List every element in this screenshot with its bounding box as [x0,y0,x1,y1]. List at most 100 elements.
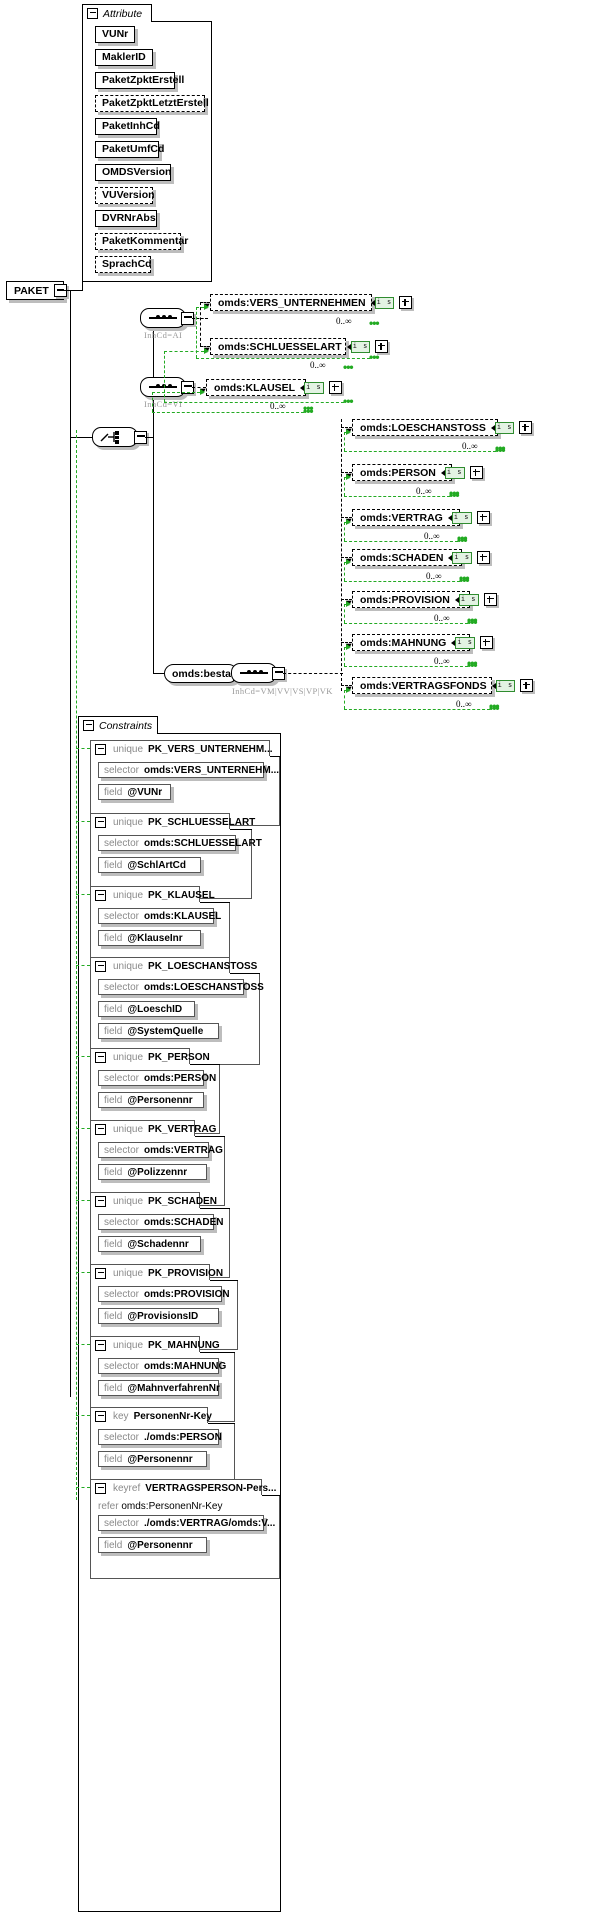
constraint-field[interactable]: field@Personennr [98,1092,204,1108]
sequence-compositor-bestand[interactable] [231,663,277,683]
expand-icon[interactable] [476,511,490,524]
constraint-field[interactable]: field@KlauseInr [98,930,201,946]
root-element-label: PAKET [14,284,49,297]
constraint-field[interactable]: field@SchlArtCd [98,857,201,873]
element-ref-label: omds:VERTRAGSFONDS [360,679,487,692]
expand-icon[interactable] [479,636,493,649]
attribute-vuversion[interactable]: VUVersion [95,187,155,204]
attribute-paketkommentar[interactable]: PaketKommentar [95,233,188,250]
collapse-icon[interactable] [95,1267,106,1279]
constraint-field[interactable]: field@Schadennr [98,1236,201,1252]
constraints-compartment [78,733,281,1912]
constraint-field[interactable]: field@SystemQuelle [98,1023,220,1039]
attribute-sprachcd[interactable]: SprachCd [95,256,152,273]
field-key: field [104,932,123,944]
collapse-icon[interactable] [95,816,106,828]
constraint-link [344,690,345,709]
expand-icon[interactable] [469,466,483,479]
field-value: @VUNr [127,786,163,798]
attribute-paketzpkterstell[interactable]: PaketZpktErstell [95,72,184,89]
sequence-compositor-ai[interactable] [140,308,186,328]
collapse-icon[interactable] [95,743,106,755]
constraint-field[interactable]: field@VUNr [98,784,171,800]
constraint-selector[interactable]: selector./omds:PERSON [98,1429,222,1445]
repeat-dots-icon: ••• [495,441,506,455]
attribute-dvrnrabs[interactable]: DVRNrAbs [95,210,157,227]
collapse-icon[interactable] [95,960,106,972]
connector [341,419,342,691]
constraint-field[interactable]: field@Personennr [98,1451,208,1467]
constraint-name: PK_MAHNUNG [148,1339,220,1351]
collapse-icon[interactable] [95,1051,106,1063]
constraint-field[interactable]: field@MahnverfahrenNr [98,1380,220,1396]
collapse-icon[interactable] [95,1339,106,1351]
expand-icon[interactable] [328,381,342,394]
expand-icon[interactable] [519,421,533,434]
attribute-omdsversion[interactable]: OMDSVersion [95,164,171,181]
collapse-icon[interactable] [83,720,94,731]
constraint-link [76,1415,90,1416]
collapse-icon[interactable] [95,1195,106,1207]
constraint-arrow-icon [204,304,209,310]
constraints-compartment-tab[interactable]: Constraints [78,716,158,734]
collapse-icon[interactable] [95,1482,106,1494]
expand-icon[interactable] [375,340,389,353]
sequence-compositor-vi[interactable] [140,377,186,397]
attribute-paketzpktletzterstell[interactable]: PaketZpktLetztErstell [95,95,209,112]
attribute-paketumfcd[interactable]: PaketUmfCd [95,141,164,158]
attribute-maklerid[interactable]: MaklerID [95,49,153,66]
collapse-icon[interactable] [87,8,98,19]
expand-icon[interactable] [399,296,413,309]
collapse-icon[interactable] [95,1123,106,1135]
element-omds-bestand[interactable]: omds:bestand [164,664,244,683]
constraint-field[interactable]: field@ProvisionsID [98,1308,220,1324]
expand-icon[interactable] [477,551,491,564]
expand-icon[interactable] [520,679,534,692]
arrow-icon [300,384,305,391]
attribute-compartment-tab[interactable]: Attribute [82,4,152,22]
choice-compositor[interactable] [92,427,138,447]
constraint-selector[interactable]: selector./omds:VERTRAG/omds:V... [98,1515,275,1531]
constraint-link [152,392,153,412]
root-element-paket[interactable]: PAKET [6,281,67,300]
field-key: field [104,1382,123,1394]
expand-icon[interactable] [483,593,497,606]
attribute-paketinhcd[interactable]: PaketInhCd [95,118,160,135]
collapse-icon[interactable] [95,1410,106,1422]
constraint-field[interactable]: field@Personennr [98,1537,208,1553]
constraint-field[interactable]: field@Polizzennr [98,1164,208,1180]
attribute-vunr[interactable]: VUNr [95,26,135,43]
collapse-icon[interactable] [95,889,106,901]
constraint-field[interactable]: field@LoeschID [98,1001,195,1017]
